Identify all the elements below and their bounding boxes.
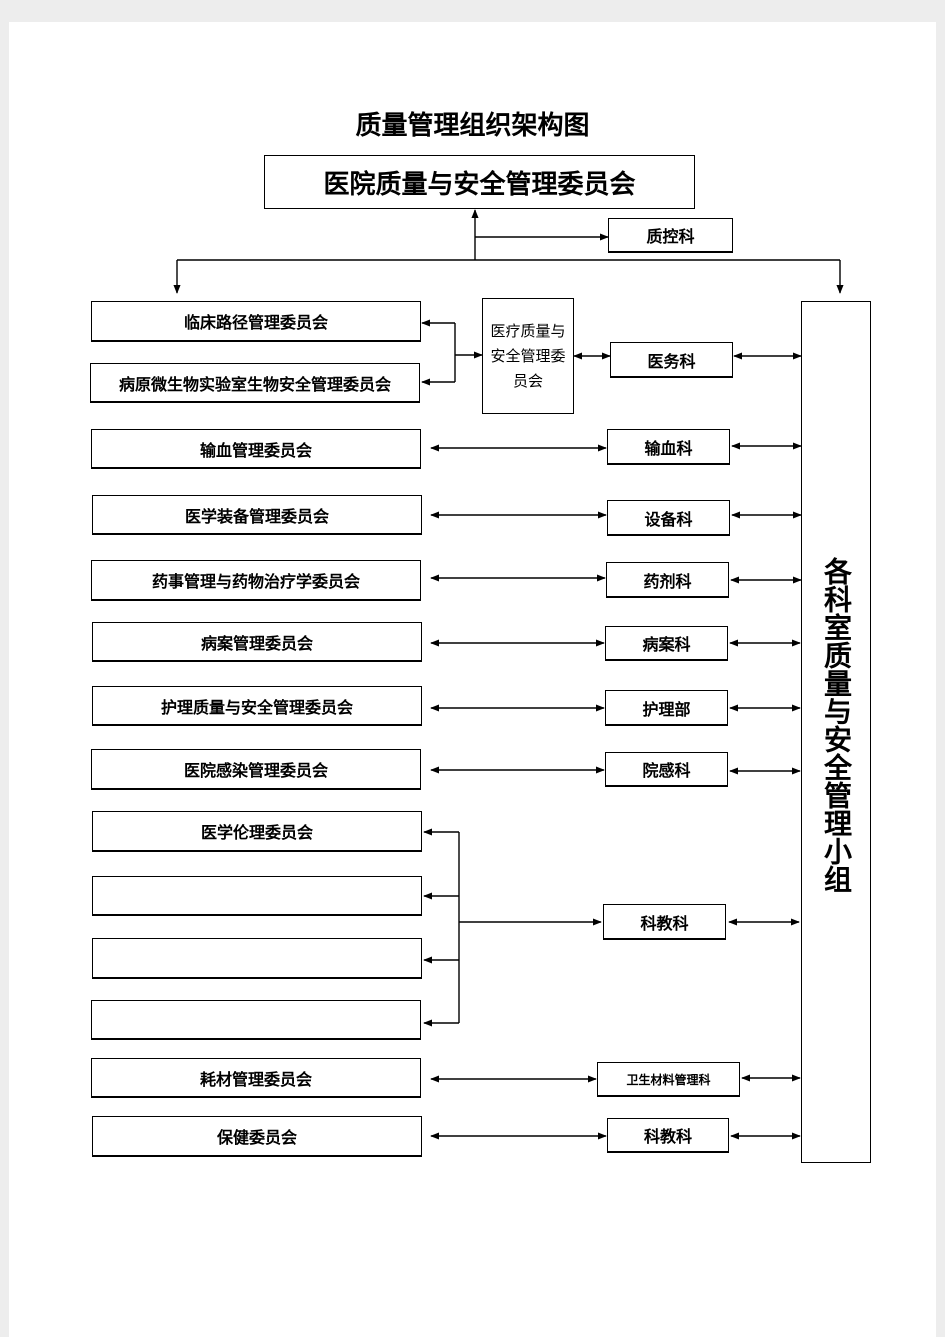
empty-committee-box [92, 876, 422, 916]
hospital-committee-box: 医院质量与安全管理委员会 [264, 155, 695, 209]
department-box: 卫生材料管理科 [597, 1062, 740, 1097]
committee-box: 医院感染管理委员会 [91, 749, 421, 790]
committee-box: 医学伦理委员会 [92, 811, 422, 852]
committee-box: 病原微生物实验室生物安全管理委员会 [90, 363, 420, 403]
medical-quality-committee-box: 医疗质量与安全管理委员会 [482, 298, 574, 414]
department-box: 院感科 [605, 752, 728, 787]
department-box: 输血科 [607, 429, 730, 465]
quality-control-box: 质控科 [608, 218, 733, 253]
department-box: 护理部 [605, 690, 728, 726]
committee-box: 保健委员会 [92, 1116, 422, 1157]
committee-box: 药事管理与药物治疗学委员会 [91, 560, 421, 601]
committee-box: 输血管理委员会 [91, 429, 421, 469]
department-box: 药剂科 [606, 562, 729, 598]
department-groups-box: 各科室质量与安全管理小组 [801, 301, 871, 1163]
department-box: 病案科 [605, 626, 728, 661]
committee-box: 护理质量与安全管理委员会 [92, 686, 422, 726]
empty-committee-box [92, 938, 422, 979]
department-box: 科教科 [603, 904, 726, 940]
department-box: 科教科 [607, 1118, 729, 1153]
department-box: 设备科 [607, 500, 730, 536]
empty-committee-box [91, 1000, 421, 1040]
department-box: 医务科 [610, 342, 733, 378]
committee-box: 医学装备管理委员会 [92, 495, 422, 535]
committee-box: 病案管理委员会 [92, 622, 422, 662]
committee-box: 临床路径管理委员会 [91, 301, 421, 342]
diagram-title: 质量管理组织架构图 [355, 111, 590, 141]
committee-box: 耗材管理委员会 [91, 1058, 421, 1098]
